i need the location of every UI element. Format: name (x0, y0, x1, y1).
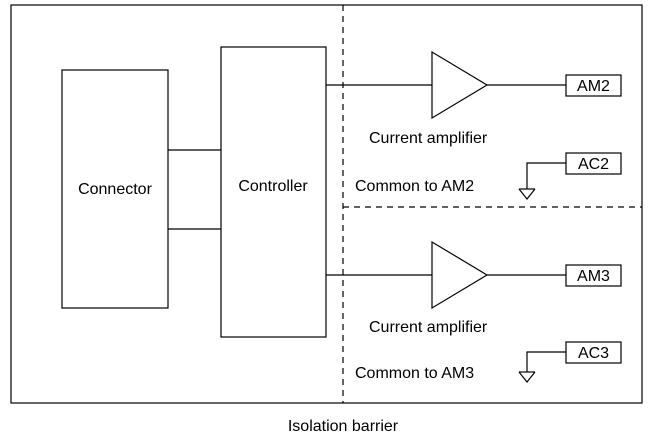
connector-label: Connector (78, 181, 152, 198)
amplifier-am3-label: Current amplifier (369, 319, 488, 336)
amplifier-am2-icon (431, 50, 489, 120)
am2-terminal-label: AM2 (577, 78, 610, 95)
ac3-wire (526, 351, 566, 372)
am2-terminal-box (565, 74, 622, 97)
amplifier-am3-icon (431, 240, 489, 310)
ac2-terminal-label: AC2 (578, 156, 609, 173)
diagram-frame (10, 4, 643, 404)
controller-label: Controller (238, 178, 308, 195)
am3-terminal-label: AM3 (577, 268, 610, 285)
ac3-terminal-label: AC3 (578, 345, 609, 362)
connector-block (61, 69, 169, 309)
am3-terminal-box (565, 264, 622, 287)
controller-block (220, 46, 327, 338)
amplifier-am2-label: Current amplifier (369, 130, 488, 147)
ground-ac3-icon (518, 371, 536, 383)
common-am2-label: Common to AM2 (355, 178, 474, 195)
isolation-barrier-caption: Isolation barrier (288, 418, 399, 435)
common-am3-label: Common to AM3 (355, 365, 474, 382)
ground-ac2-icon (518, 188, 536, 200)
ac2-wire (526, 162, 566, 189)
